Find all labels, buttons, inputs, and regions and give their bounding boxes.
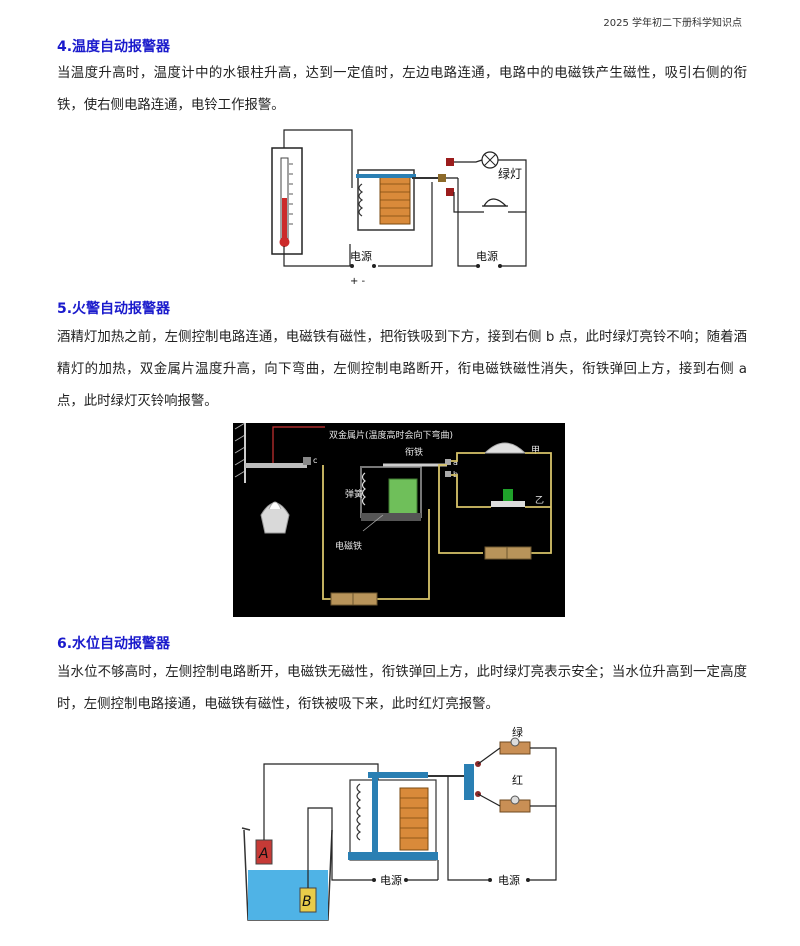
electrode-a-label: A [258, 846, 269, 862]
coil [399, 787, 429, 851]
bell-icon [483, 442, 527, 454]
battery-right [484, 546, 532, 560]
power-label-left: 电源 [350, 249, 372, 263]
water-level-alarm-diagram: A B 绿 红 电源 电源 [241, 725, 557, 921]
mercury-column [282, 198, 287, 240]
coil [388, 478, 418, 516]
spring [361, 472, 366, 506]
point-c-label: c [313, 456, 317, 465]
red-label: 红 [512, 774, 523, 787]
page-header-note: 2025 学年初二下册科学知识点 [603, 18, 742, 29]
spring [358, 183, 364, 217]
temperature-alarm-diagram: 绿灯 电源 电源 + - [271, 129, 527, 287]
battery-left [330, 592, 378, 606]
spring [356, 783, 362, 841]
power-label-left: 电源 [380, 873, 402, 887]
electromagnet-frame [357, 169, 415, 231]
bimetal-label: 双金属片(温度高时会向下弯曲) [329, 429, 453, 441]
section-title-water-level-alarm: 6.水位自动报警器 [57, 636, 171, 652]
section-text-fire-alarm: 酒精灯加热之前，左侧控制电路连通，电磁铁有磁性，把衔铁吸到下方，接到右侧 b 点… [57, 330, 747, 409]
contact-bottom [446, 188, 454, 196]
contact-top [446, 158, 454, 166]
green-label: 绿 [512, 725, 523, 739]
section-text-water-level-alarm: 当水位不够高时，左侧控制电路断开，电磁铁无磁性，衔铁弹回上方，此时绿灯亮表示安全… [57, 665, 747, 712]
green-lamp-icon [503, 489, 513, 501]
electromagnet-label: 电磁铁 [335, 540, 362, 552]
section-text-temperature-alarm: 当温度升高时，温度计中的水银柱升高，达到一定值时，左边电路连通，电路中的电磁铁产… [57, 66, 747, 113]
polarity-label: + - [350, 276, 366, 287]
armature-label: 衔铁 [405, 446, 423, 458]
bimetal-strip [245, 463, 307, 468]
green-lamp-label: 绿灯 [498, 166, 522, 181]
power-label-right: 电源 [498, 873, 520, 887]
fire-alarm-diagram: 双金属片(温度高时会向下弯曲) c 弹簧 电磁铁 衔铁 a b 甲 乙 [233, 423, 565, 617]
electrode-b-label: B [302, 894, 312, 910]
point-a-label: a [453, 458, 458, 467]
section-title-fire-alarm: 5.火警自动报警器 [57, 301, 171, 317]
section-title-temperature-alarm: 4.温度自动报警器 [57, 39, 171, 55]
bell-icon [482, 198, 508, 207]
thermometer-bulb [279, 237, 290, 247]
alcohol-lamp-icon [260, 502, 290, 534]
jia-label: 甲 [531, 445, 540, 456]
power-label-right: 电源 [476, 249, 498, 263]
yi-label: 乙 [535, 495, 544, 506]
armature [368, 772, 428, 778]
spring-label: 弹簧 [345, 488, 363, 500]
